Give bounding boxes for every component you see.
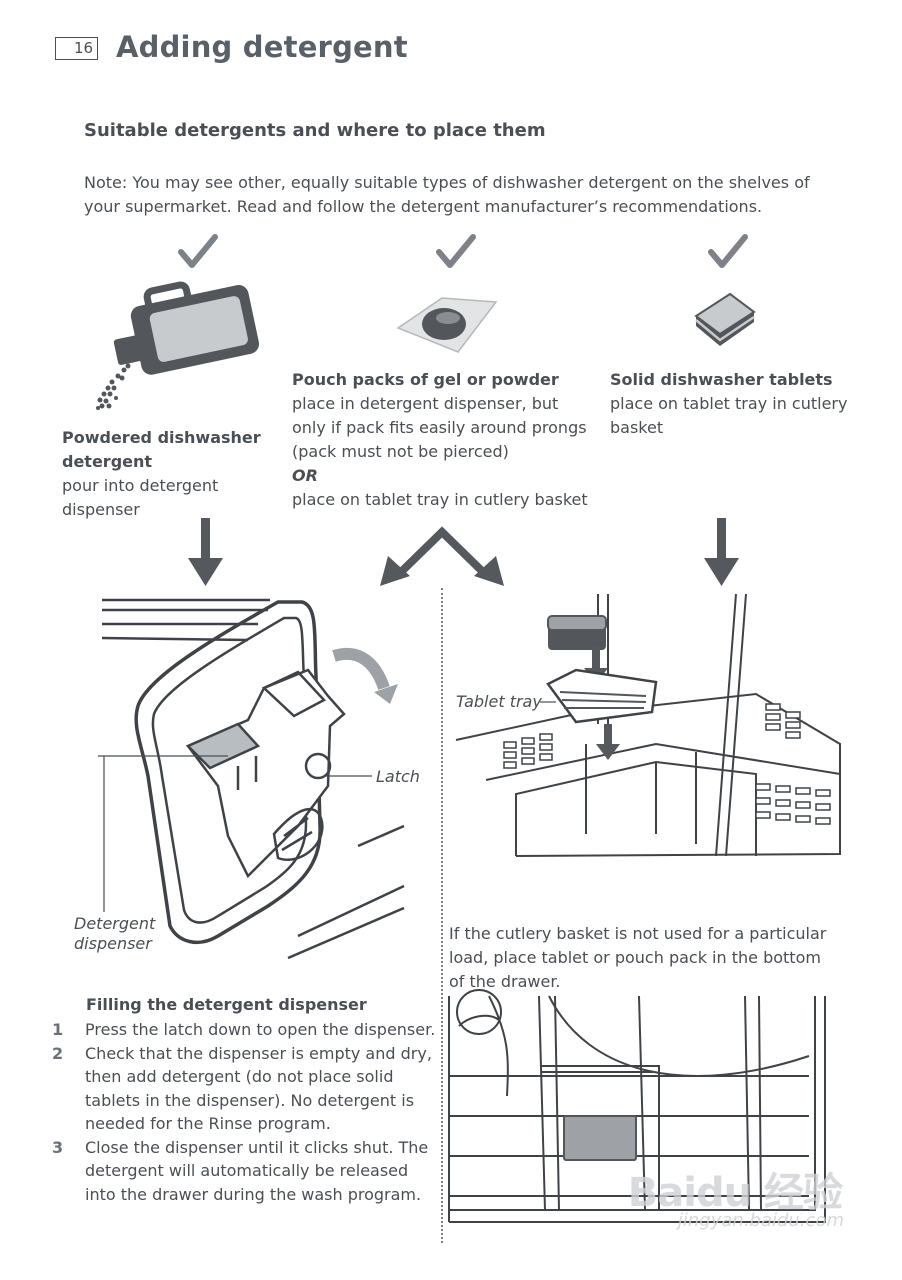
step-1: 1 Press the latch down to open the dispe… <box>52 1018 442 1042</box>
pouch-pack-icon <box>396 297 498 353</box>
step-3: 3 Close the dispenser until it clicks sh… <box>52 1136 442 1207</box>
dotted-divider <box>441 588 443 1243</box>
filling-title: Filling the detergent dispenser <box>86 995 367 1014</box>
pouch-line3: (pack must not be pierced) <box>292 442 509 461</box>
tablet-caption: Solid dishwasher tablets place on tablet… <box>610 368 847 440</box>
step-2-line2: then add detergent (do not place solid <box>85 1067 394 1086</box>
pouch-line1: place in detergent dispenser, but <box>292 394 559 413</box>
down-arrow-icon <box>704 518 739 586</box>
step-number: 1 <box>52 1020 64 1039</box>
pouch-line2: only if pack fits easily around prongs <box>292 418 587 437</box>
tablet-tray-label: Tablet tray <box>456 692 542 711</box>
pouch-line4: place on tablet tray in cutlery basket <box>292 490 588 509</box>
tablet-icon <box>694 292 756 346</box>
no-basket-line3: of the drawer. <box>449 972 561 991</box>
tablet-title: Solid dishwasher tablets <box>610 370 833 389</box>
intro-note: Note: You may see other, equally suitabl… <box>84 173 810 216</box>
tablet-line1: place on tablet tray in cutlery <box>610 394 848 413</box>
step-2-line3: tablets in the dispenser). No detergent … <box>85 1090 415 1110</box>
powder-desc-line2: dispenser <box>62 500 140 519</box>
powder-title-line2: detergent <box>62 452 153 471</box>
filling-steps: 1 Press the latch down to open the dispe… <box>52 1018 442 1206</box>
step-3-line1: Close the dispenser until it clicks shut… <box>85 1137 429 1157</box>
step-number: 3 <box>52 1137 64 1157</box>
no-basket-note: If the cutlery basket is not used for a … <box>449 922 826 994</box>
cutlery-basket-illustration <box>455 593 841 857</box>
step-number: 2 <box>52 1043 64 1063</box>
page-number: 16 <box>74 39 94 57</box>
page-number-frame-right <box>97 37 98 59</box>
step-3-line3: into the drawer during the wash program. <box>85 1184 422 1204</box>
detergent-bottle-icon <box>96 281 260 410</box>
checkmark-icon <box>436 234 476 268</box>
dispenser-label-line2: dispenser <box>74 934 152 953</box>
watermark-brand: Baidu 经验 <box>627 1170 843 1216</box>
page-number-frame-top <box>55 37 98 38</box>
step-3-line2: detergent will automatically be released <box>85 1161 409 1180</box>
drawer-illustration <box>448 989 826 1223</box>
dispenser-illustration <box>98 598 405 960</box>
checkmark-icon <box>178 234 218 268</box>
latch-label: Latch <box>376 767 420 786</box>
checkmark-icon <box>708 234 748 268</box>
step-2: 2 Check that the dispenser is empty and … <box>52 1042 442 1136</box>
powder-title-line1: Powdered dishwasher <box>62 428 261 447</box>
powder-caption: Powdered dishwasher detergent pour into … <box>62 426 261 522</box>
no-basket-line1: If the cutlery basket is not used for a … <box>449 924 827 943</box>
tablet-line2: basket <box>610 418 664 437</box>
pouch-title: Pouch packs of gel or powder <box>292 370 559 389</box>
step-2-line1: Check that the dispenser is empty and dr… <box>85 1043 432 1063</box>
page-number-frame-bottom <box>55 59 98 60</box>
down-arrow-icon <box>188 518 223 586</box>
step-1-line1: Press the latch down to open the dispens… <box>85 1020 436 1039</box>
page-number-frame-left <box>55 37 56 59</box>
dispenser-label-line1: Detergent <box>74 914 156 933</box>
page-title: Adding detergent <box>116 30 408 64</box>
pouch-or: OR <box>292 466 318 485</box>
pouch-caption: Pouch packs of gel or powder place in de… <box>292 368 588 512</box>
section-subtitle: Suitable detergents and where to place t… <box>84 120 546 141</box>
watermark-url: jingyan.baidu.com <box>677 1210 844 1231</box>
step-2-line4: needed for the Rinse program. <box>85 1114 331 1133</box>
no-basket-line2: load, place tablet or pouch pack in the … <box>449 948 821 967</box>
powder-desc-line1: pour into detergent <box>62 476 219 495</box>
split-arrow-icon <box>380 526 504 586</box>
